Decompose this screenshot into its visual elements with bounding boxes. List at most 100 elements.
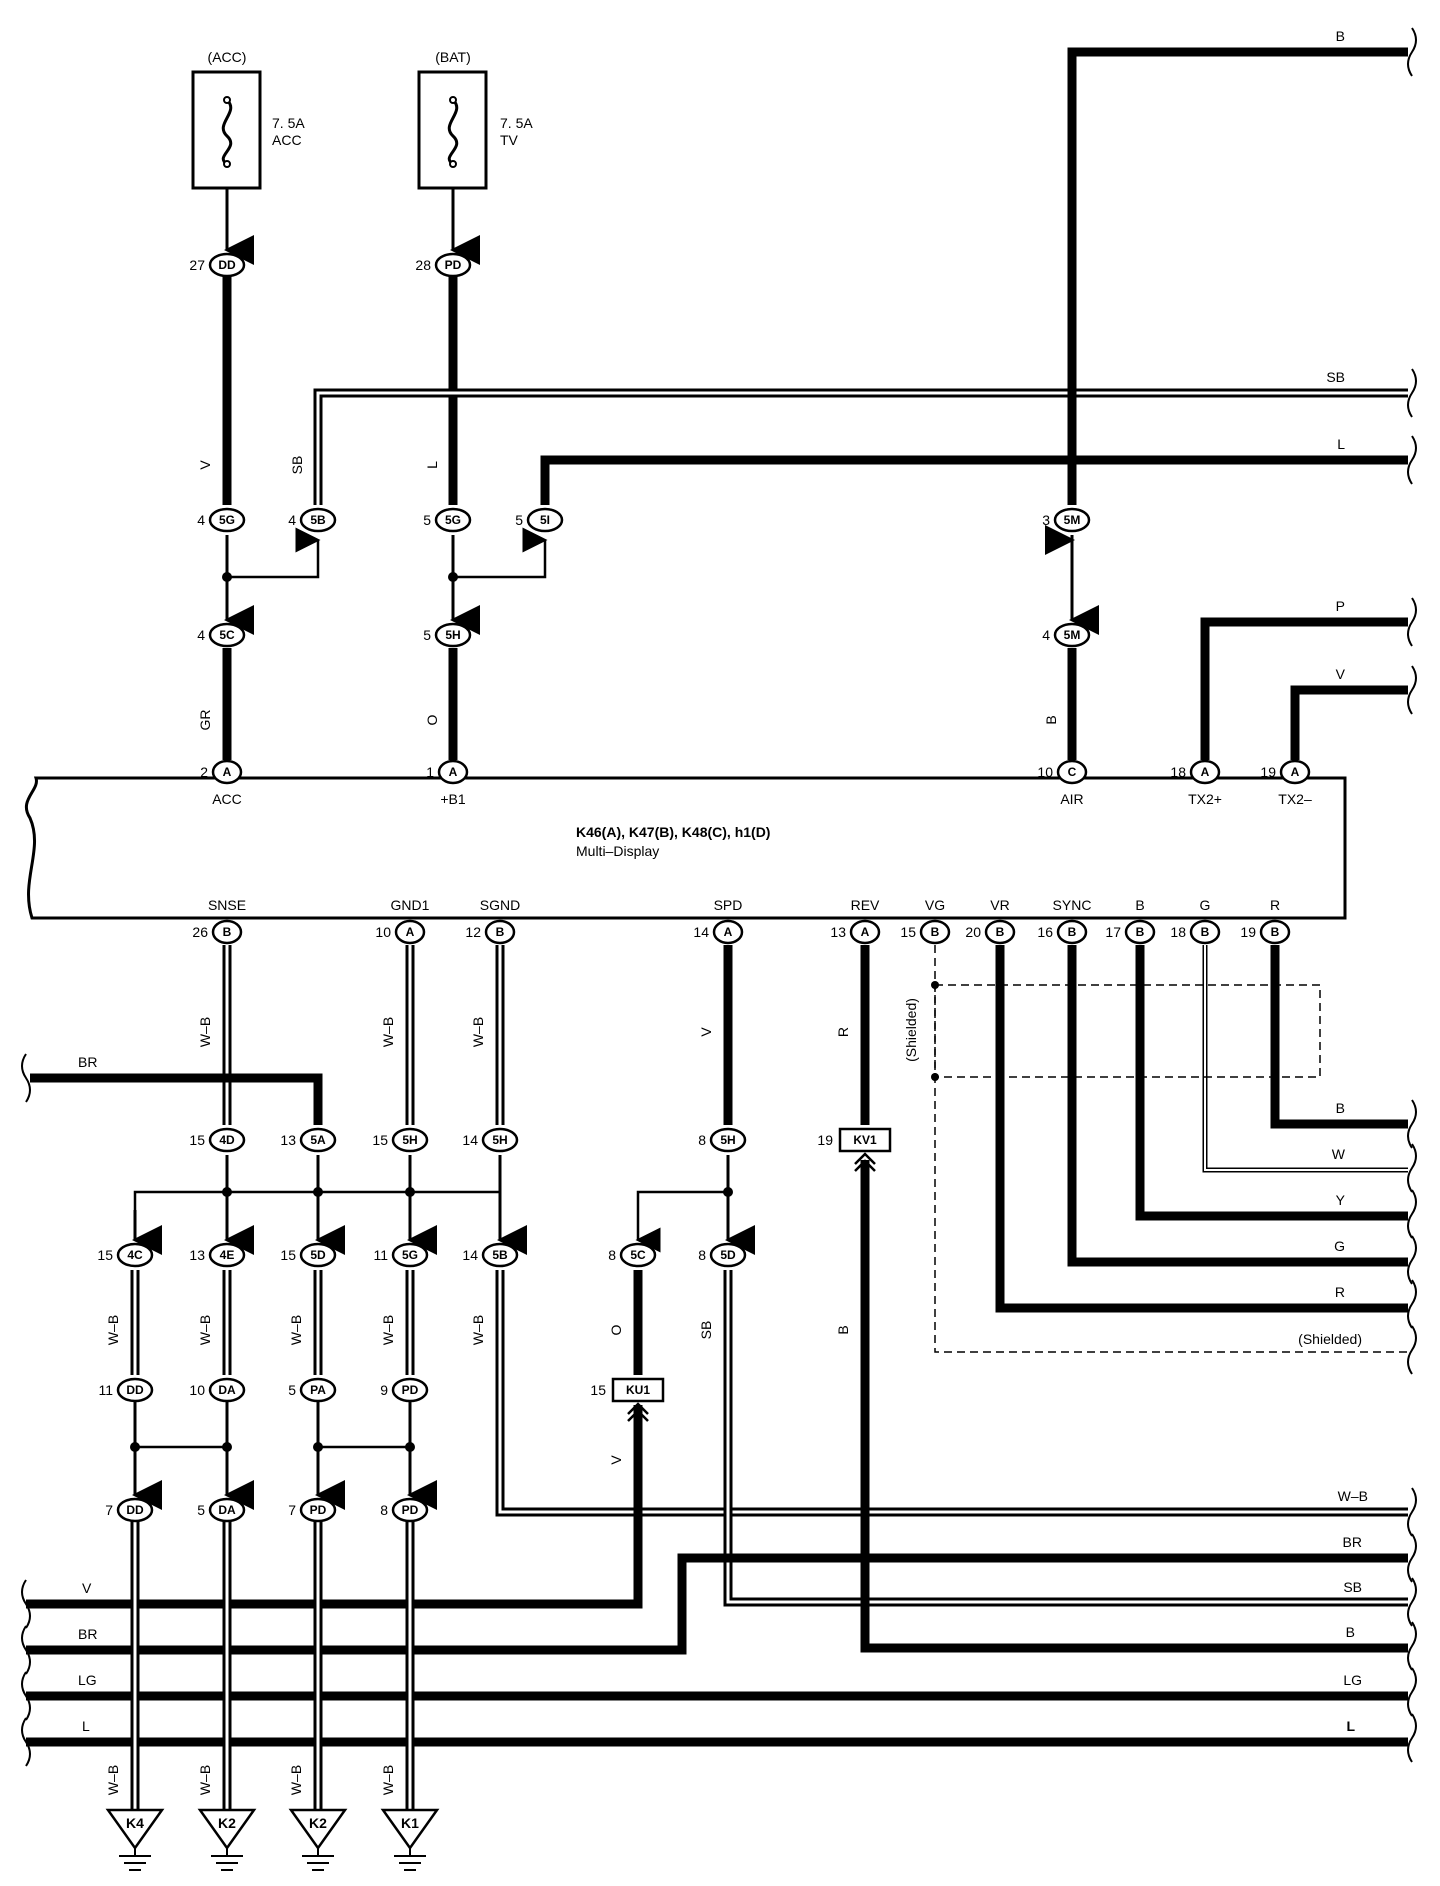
svg-text:KV1: KV1 bbox=[853, 1133, 877, 1147]
wire-color-label: W–B bbox=[470, 1017, 486, 1047]
svg-text:B: B bbox=[1346, 1624, 1355, 1640]
svg-text:B: B bbox=[223, 925, 232, 939]
connector-pin: 15 bbox=[97, 1247, 113, 1263]
svg-text:5I: 5I bbox=[540, 513, 550, 527]
wire-color-label: W–B bbox=[197, 1315, 213, 1345]
svg-text:SGND: SGND bbox=[480, 897, 520, 913]
wire-color-label: L bbox=[424, 461, 440, 469]
svg-text:26: 26 bbox=[192, 924, 208, 940]
svg-text:5G: 5G bbox=[402, 1248, 418, 1262]
connector-pin: 13 bbox=[189, 1247, 205, 1263]
svg-text:5H: 5H bbox=[492, 1133, 507, 1147]
connector-5h: 5H bbox=[391, 1127, 429, 1153]
terminal-sync: B bbox=[1056, 919, 1088, 945]
wire-color-label: V bbox=[698, 1027, 714, 1037]
fuse-tv-icon bbox=[447, 98, 459, 166]
svg-text:A: A bbox=[449, 765, 458, 779]
svg-text:5M: 5M bbox=[1064, 628, 1081, 642]
svg-text:BR: BR bbox=[1343, 1534, 1362, 1550]
terminal-r: B bbox=[1259, 919, 1291, 945]
terminal-spd: A bbox=[712, 919, 744, 945]
wire-color-label: SB bbox=[289, 456, 305, 475]
svg-text:SPD: SPD bbox=[714, 897, 743, 913]
svg-text:18: 18 bbox=[1170, 764, 1186, 780]
connector-4e: 4E bbox=[208, 1242, 246, 1268]
svg-text:Y: Y bbox=[1336, 1192, 1346, 1208]
svg-text:DD: DD bbox=[218, 258, 236, 272]
svg-text:5A: 5A bbox=[310, 1133, 326, 1147]
svg-text:LG: LG bbox=[1343, 1672, 1362, 1688]
svg-text:A: A bbox=[406, 925, 415, 939]
svg-text:VR: VR bbox=[990, 897, 1009, 913]
svg-text:R: R bbox=[1335, 1284, 1345, 1300]
svg-text:DD: DD bbox=[126, 1503, 144, 1517]
connector-pin: 5 bbox=[423, 512, 431, 528]
svg-text:PD: PD bbox=[402, 1383, 419, 1397]
connector-5c: 5C bbox=[208, 622, 246, 648]
svg-text:AIR: AIR bbox=[1060, 791, 1083, 807]
connector-da: DA bbox=[208, 1377, 246, 1403]
connector-5b: 5B bbox=[299, 507, 337, 533]
svg-text:L: L bbox=[82, 1718, 90, 1734]
svg-text:K2: K2 bbox=[218, 1815, 236, 1831]
component-bottom-terminals: B26SNSEA10GND1B12SGNDA14SPDA13REVB15VGB2… bbox=[192, 897, 1291, 945]
connector-5d: 5D bbox=[299, 1242, 337, 1268]
wire-color-label: W–B bbox=[197, 1017, 213, 1047]
wire-color-label: V bbox=[197, 460, 213, 470]
svg-text:10: 10 bbox=[375, 924, 391, 940]
connector-pin: 8 bbox=[698, 1247, 706, 1263]
wire-labels: B SB L P V B W Y G R (Shielded) W–B BR S… bbox=[78, 28, 1368, 1734]
svg-text:G: G bbox=[1334, 1238, 1345, 1254]
connector-pin: 4 bbox=[197, 512, 205, 528]
fuse-tv-name: TV bbox=[500, 132, 519, 148]
svg-text:14: 14 bbox=[693, 924, 709, 940]
connector-5m: 5M bbox=[1053, 622, 1091, 648]
connector-5c: 5C bbox=[619, 1242, 657, 1268]
svg-text:PD: PD bbox=[402, 1503, 419, 1517]
fuse-acc: (ACC) 7. 5A ACC bbox=[191, 49, 305, 190]
connector-pin: 14 bbox=[462, 1132, 478, 1148]
svg-text:V: V bbox=[1336, 666, 1346, 682]
connector-5h: 5H bbox=[481, 1127, 519, 1153]
svg-text:DA: DA bbox=[218, 1503, 236, 1517]
svg-text:5H: 5H bbox=[402, 1133, 417, 1147]
wire-color-label: SB bbox=[698, 1321, 714, 1340]
wire-color-label: B bbox=[835, 1325, 851, 1334]
component-title: K46(A), K47(B), K48(C), h1(D) bbox=[576, 824, 770, 840]
svg-text:R: R bbox=[1270, 897, 1280, 913]
svg-text:4E: 4E bbox=[220, 1248, 235, 1262]
connector-pin: 11 bbox=[98, 1382, 113, 1398]
connector-pin: 8 bbox=[698, 1132, 706, 1148]
connector-dd: DD bbox=[116, 1497, 154, 1523]
svg-text:A: A bbox=[223, 765, 232, 779]
wire-color-label: B bbox=[1043, 715, 1059, 724]
svg-text:PA: PA bbox=[310, 1383, 326, 1397]
ground-k1-icon: K1 bbox=[380, 1808, 440, 1871]
connector-pin: 5 bbox=[423, 627, 431, 643]
svg-text:W–B: W–B bbox=[1338, 1488, 1368, 1504]
connector-pin: 7 bbox=[105, 1502, 113, 1518]
terminal-vr: B bbox=[984, 919, 1016, 945]
svg-text:BR: BR bbox=[78, 1626, 97, 1642]
fuse-acc-rating: 7. 5A bbox=[272, 115, 305, 131]
connector-pin: 15 bbox=[372, 1132, 388, 1148]
wires-upper bbox=[222, 47, 1408, 760]
svg-text:B: B bbox=[1271, 925, 1280, 939]
svg-text:1: 1 bbox=[426, 764, 434, 780]
svg-text:5H: 5H bbox=[720, 1133, 735, 1147]
component-terminals: A 2 ACC A 1 +B1 C 10 AIR A 18 TX2+ A 19 … bbox=[200, 759, 1312, 807]
svg-text:L: L bbox=[1346, 1718, 1355, 1734]
svg-text:ACC: ACC bbox=[212, 791, 242, 807]
terminal-snse: B bbox=[211, 919, 243, 945]
connector-pin: 15 bbox=[280, 1247, 296, 1263]
svg-text:+B1: +B1 bbox=[440, 791, 466, 807]
connector-5g: 5G bbox=[391, 1242, 429, 1268]
connector-pin: 5 bbox=[515, 512, 523, 528]
wire-color-label: W–B bbox=[470, 1315, 486, 1345]
wire-color-label: W–B bbox=[105, 1315, 121, 1345]
svg-text:K2: K2 bbox=[309, 1815, 327, 1831]
svg-text:B: B bbox=[1336, 28, 1345, 44]
